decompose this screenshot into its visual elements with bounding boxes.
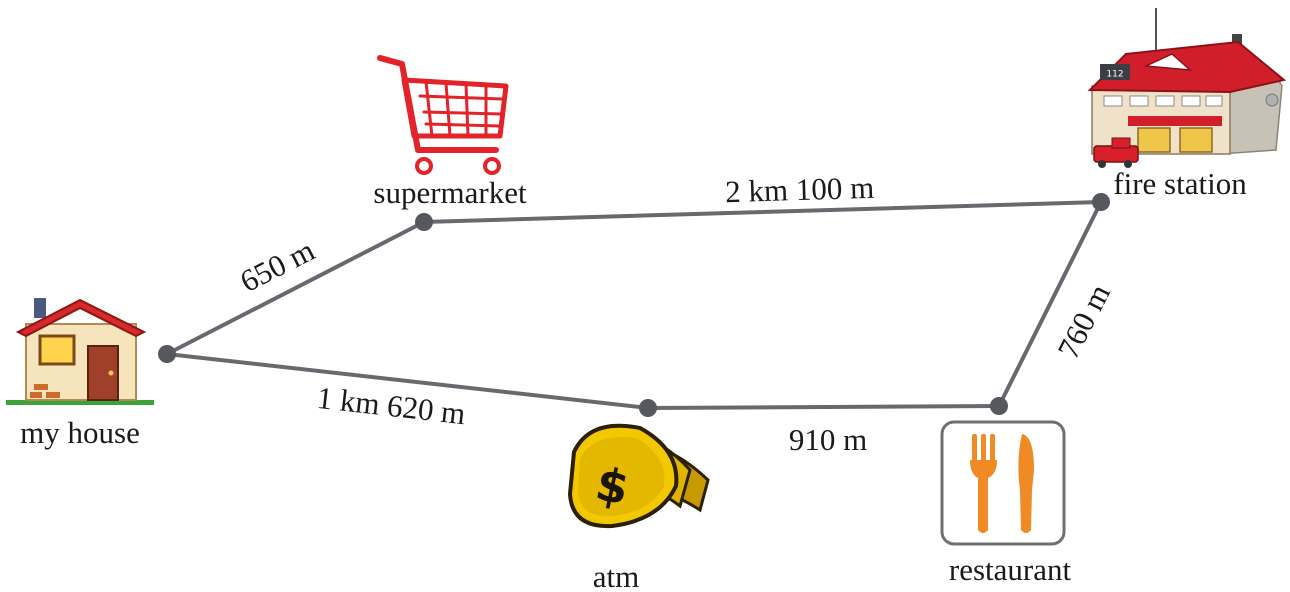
distance-fire-station-restaurant: 760 m	[1050, 278, 1117, 364]
fork-knife-icon	[940, 420, 1066, 546]
fire-station-number: 112	[1106, 70, 1123, 80]
house-icon	[6, 298, 154, 405]
place-label-fire-station: fire station	[1113, 166, 1247, 201]
edge-home-atm	[165, 352, 650, 410]
node-restaurant	[990, 397, 1008, 415]
node-supermarket	[415, 213, 433, 231]
distance-supermarket-fire-station: 2 km 100 m	[725, 170, 875, 209]
place-label-supermarket: supermarket	[373, 175, 527, 210]
place-label-home: my house	[20, 415, 140, 450]
distance-home-supermarket: 650 m	[234, 232, 320, 299]
node-fire-station	[1092, 193, 1110, 211]
shopping-cart-icon	[377, 55, 509, 175]
route-nodes	[158, 193, 1110, 417]
edge-home-supermarket	[165, 220, 426, 356]
money-icon: $	[567, 423, 710, 529]
node-home	[158, 345, 176, 363]
fire-station-icon: 112	[1087, 8, 1287, 168]
edge-supermarket-fire-station	[422, 200, 1103, 224]
place-label-restaurant: restaurant	[949, 552, 1072, 587]
edge-fire-station-restaurant	[997, 200, 1103, 408]
node-atm	[639, 399, 657, 417]
edge-atm-restaurant	[646, 404, 1001, 410]
distance-atm-restaurant: 910 m	[789, 422, 867, 457]
route-lines	[165, 200, 1103, 410]
distance-home-atm: 1 km 620 m	[315, 380, 467, 431]
place-label-atm: atm	[593, 559, 640, 592]
